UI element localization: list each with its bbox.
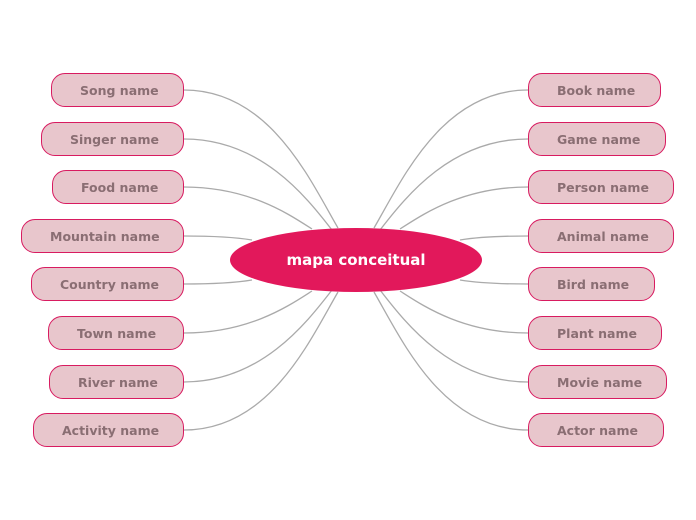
node-song-name[interactable]: Song name [51,73,184,107]
connector-left-1 [183,138,333,231]
node-label: Activity name [62,422,160,438]
node-label: Book name [557,82,636,98]
node-town-name[interactable]: Town name [48,316,184,350]
connector-left-2 [183,186,313,230]
node-label: Mountain name [50,228,160,244]
connector-left-6 [183,289,333,383]
connector-left-4 [183,279,253,285]
node-label: Animal name [557,228,649,244]
node-label: Actor name [557,422,638,438]
node-label: Singer name [70,131,159,147]
node-label: Plant name [557,325,637,341]
node-label: Bird name [557,276,630,292]
node-book-name[interactable]: Book name [528,73,661,107]
connector-right-1 [379,138,529,231]
connector-left-0 [183,89,339,229]
central-topic[interactable]: mapa conceitual [230,228,482,292]
node-label: Person name [557,179,649,195]
node-label: Country name [60,276,160,292]
node-movie-name[interactable]: Movie name [528,365,667,399]
node-river-name[interactable]: River name [49,365,184,399]
node-food-name[interactable]: Food name [52,170,184,204]
connector-left-3 [183,235,253,241]
connector-right-7 [373,291,529,431]
connector-left-5 [183,290,313,334]
node-label: River name [78,374,158,390]
node-label: Game name [557,131,641,147]
node-plant-name[interactable]: Plant name [528,316,662,350]
node-label: Food name [81,179,159,195]
node-singer-name[interactable]: Singer name [41,122,184,156]
node-mountain-name[interactable]: Mountain name [21,219,184,253]
node-game-name[interactable]: Game name [528,122,666,156]
central-topic-label: mapa conceitual [286,251,426,269]
node-label: Town name [77,325,157,341]
connector-right-0 [373,89,529,229]
connector-right-2 [399,186,529,230]
node-activity-name[interactable]: Activity name [33,413,184,447]
node-country-name[interactable]: Country name [31,267,184,301]
connector-right-6 [379,289,529,383]
node-person-name[interactable]: Person name [528,170,674,204]
node-label: Movie name [557,374,643,390]
connector-right-4 [459,279,529,285]
node-actor-name[interactable]: Actor name [528,413,664,447]
connector-right-5 [399,290,529,334]
node-bird-name[interactable]: Bird name [528,267,655,301]
connector-right-3 [459,235,529,241]
node-animal-name[interactable]: Animal name [528,219,674,253]
connector-left-7 [183,291,339,431]
node-label: Song name [80,82,159,98]
